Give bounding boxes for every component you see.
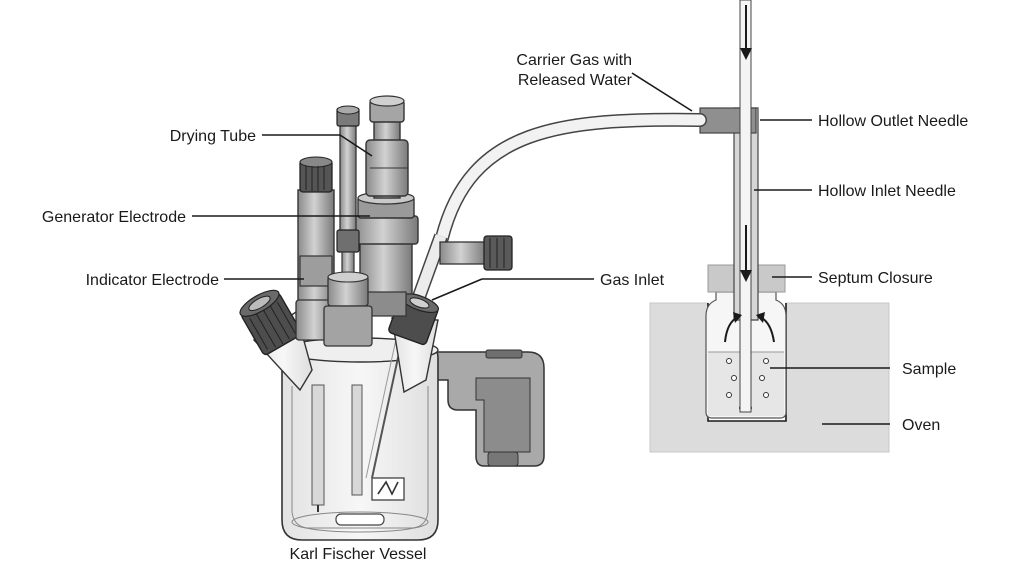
- label-gas-inlet: Gas Inlet: [600, 272, 665, 289]
- label-drying-tube: Drying Tube: [170, 128, 256, 145]
- label-hollow-outlet-needle: Hollow Outlet Needle: [818, 113, 968, 130]
- center-front-port: [323, 271, 373, 347]
- flow-arrows: [672, 5, 775, 343]
- label-septum-closure: Septum Closure: [818, 270, 933, 287]
- thin-electrode: [336, 105, 360, 275]
- leader-lines: [192, 72, 890, 425]
- label-carrier-gas-line1: Carrier Gas with: [516, 52, 632, 69]
- label-karl-fischer-vessel: Karl Fischer Vessel: [290, 546, 427, 563]
- vessel-handle: [435, 349, 545, 467]
- carrier-gas-tubing: [409, 112, 707, 308]
- drying-tube: [365, 95, 409, 199]
- label-hollow-inlet-needle: Hollow Inlet Needle: [818, 183, 956, 200]
- label-indicator-electrode: Indicator Electrode: [86, 272, 220, 289]
- label-sample: Sample: [902, 361, 956, 378]
- label-generator-electrode: Generator Electrode: [42, 209, 186, 226]
- label-carrier-gas-line2: Released Water: [518, 72, 633, 89]
- label-oven: Oven: [902, 417, 940, 434]
- hollow-inlet-needle: [739, 0, 752, 413]
- indicator-electrode: [295, 156, 337, 341]
- generator-electrode: [353, 191, 419, 317]
- side-stopper: [439, 235, 513, 271]
- stir-bar: [335, 513, 385, 526]
- labels: Carrier Gas with Released Water Hollow O…: [42, 52, 968, 563]
- karl-fischer-vessel: [239, 95, 545, 541]
